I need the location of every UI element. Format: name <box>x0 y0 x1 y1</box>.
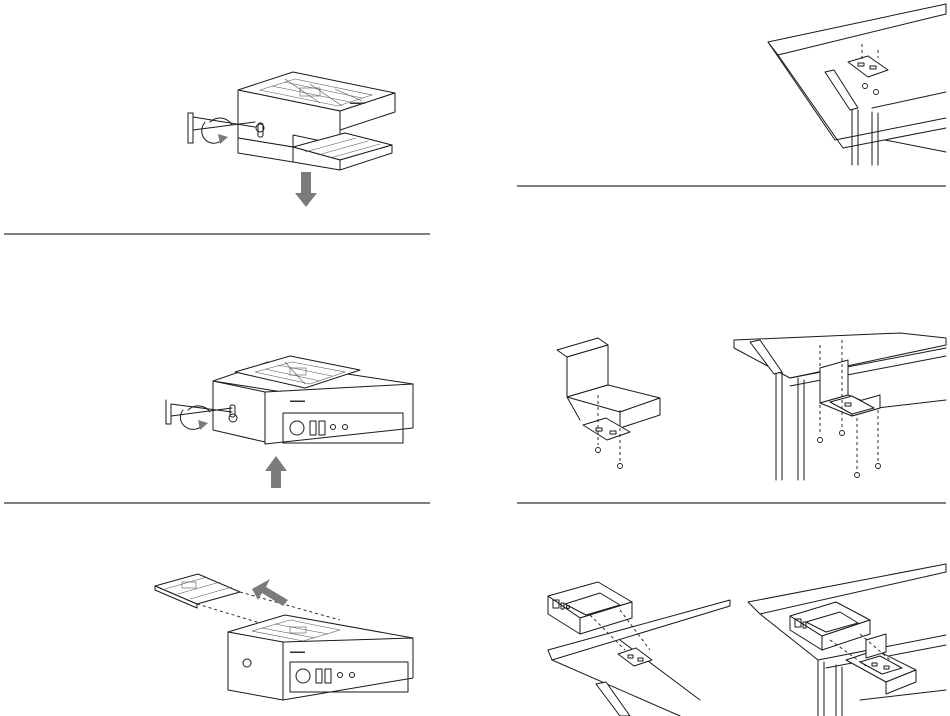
panel-attach-device-tray: ▬▬▬ <box>166 356 413 488</box>
panel-bracket-and-desk-mounting <box>557 333 946 480</box>
device-icon <box>790 602 870 650</box>
tray-icon <box>155 574 240 608</box>
brand-logo: ▬▬▬ <box>350 100 365 106</box>
panel-slide-out-tray: ▬▬▬ <box>155 574 413 700</box>
device-icon <box>548 582 632 634</box>
panel-device-under-desk <box>548 564 946 716</box>
screw-icon <box>863 84 879 95</box>
panel-remove-bottom-tray: ▬▬▬ <box>188 72 395 207</box>
rotate-arrow-icon <box>180 406 210 430</box>
diagonal-arrow-icon <box>252 579 288 606</box>
brand-logo: ▬▬▬ <box>290 398 305 404</box>
panel-desk-bracket-top <box>768 4 946 165</box>
bracket-icon <box>557 338 660 428</box>
brand-logo: ▬▬▬ <box>290 649 305 655</box>
rotate-arrow-icon <box>202 118 232 144</box>
down-arrow-icon <box>295 172 317 207</box>
screw-icon <box>818 431 881 478</box>
mounting-plate-icon <box>618 648 652 666</box>
mounting-plate-icon <box>848 56 888 77</box>
up-arrow-icon <box>265 456 287 488</box>
screw-icon <box>596 448 623 469</box>
